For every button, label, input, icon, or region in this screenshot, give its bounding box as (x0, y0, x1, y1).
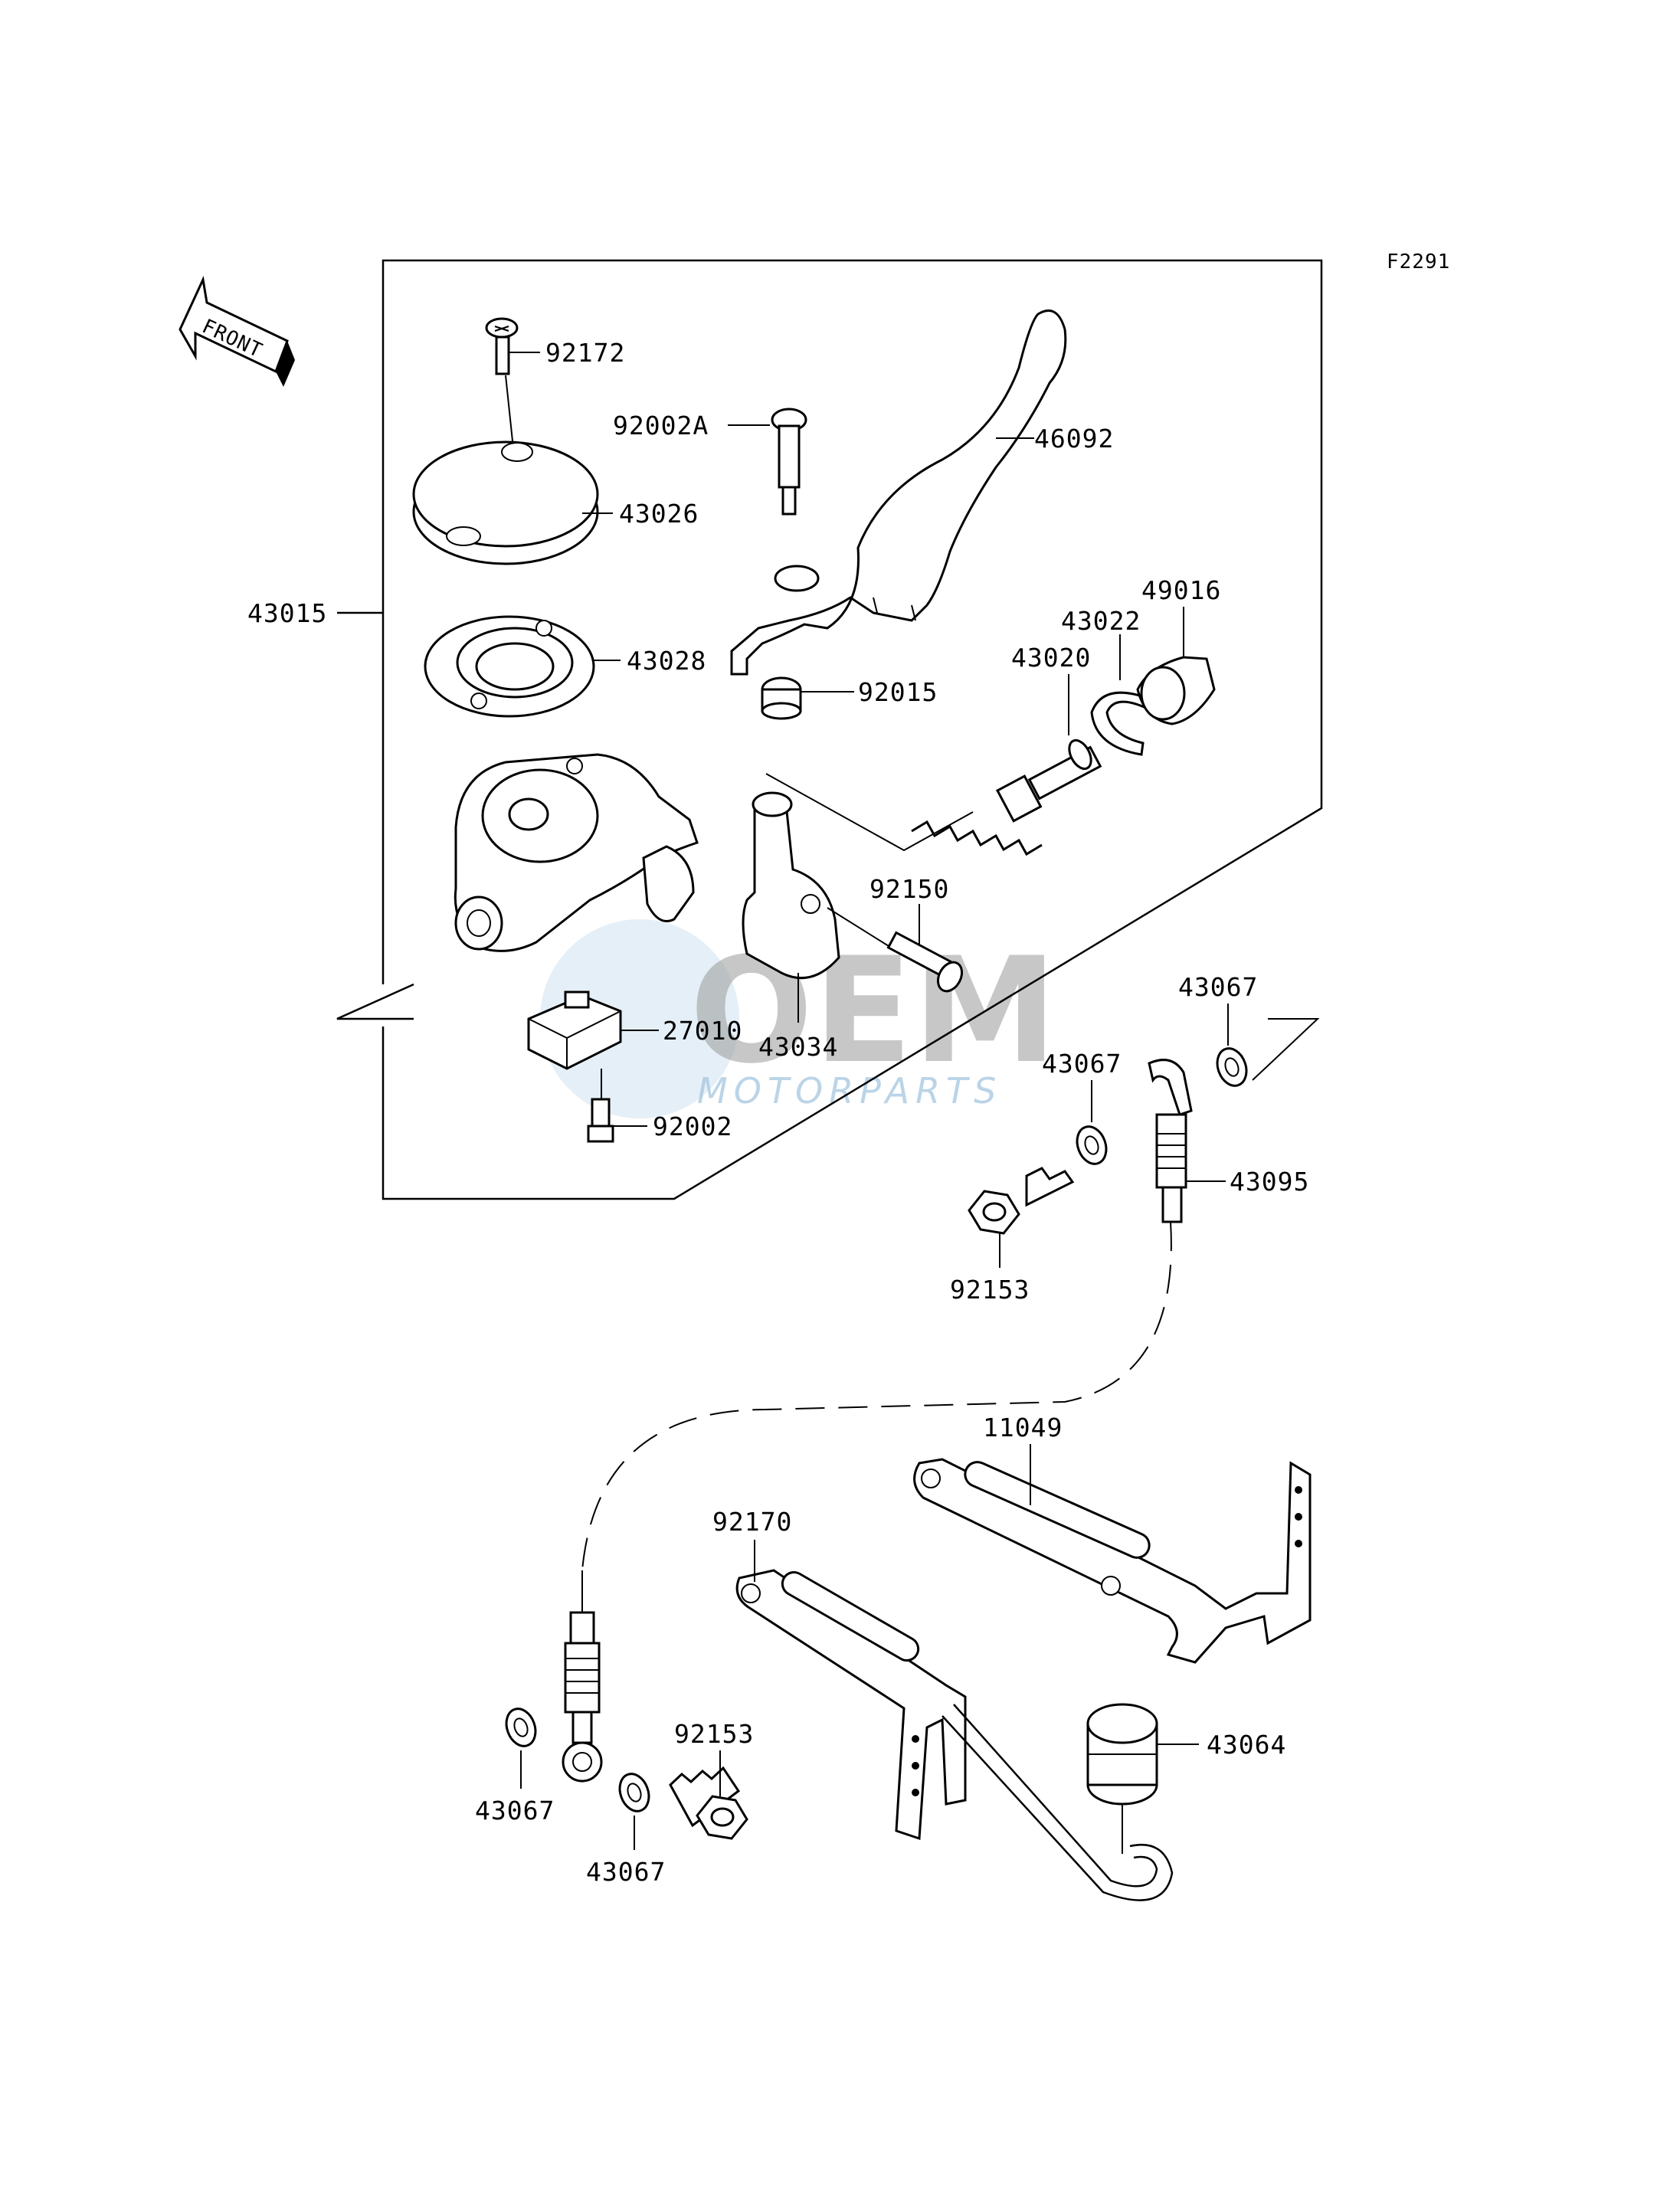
bracket-92170 (735, 1540, 1174, 1901)
part-label-43034: 43034 (758, 1032, 838, 1062)
part-label-92153-a: 92153 (950, 1275, 1030, 1305)
washer-43067-a (1216, 1004, 1320, 1087)
master-cylinder-body (454, 753, 699, 952)
part-label-43067-a: 43067 (1178, 972, 1258, 1002)
master-cylinder-assembly-outline (382, 259, 1323, 1200)
part-label-49016: 49016 (1141, 575, 1221, 605)
part-label-92002A: 92002A (613, 411, 709, 440)
piston-kit-43020 (911, 674, 1102, 856)
reservoir-cap-43026 (412, 440, 613, 565)
part-label-27010: 27010 (663, 1016, 742, 1046)
piston-axis-line (765, 773, 974, 852)
part-label-43026: 43026 (619, 499, 699, 529)
part-label-43028: 43028 (627, 646, 706, 676)
part-label-43067-b: 43067 (1042, 1049, 1122, 1079)
bracket-11049 (913, 1444, 1312, 1664)
diaphragm-43028 (424, 615, 621, 718)
part-label-92153-b: 92153 (674, 1719, 754, 1749)
part-label-11049: 11049 (983, 1413, 1063, 1442)
part-label-43067-c: 43067 (475, 1796, 555, 1825)
dust-boot-49016 (1136, 607, 1216, 725)
switch-screw-92002 (587, 1069, 647, 1143)
banjo-bolt-92153-a (968, 1167, 1075, 1268)
front-direction-arrow-icon: FRONT (178, 275, 295, 387)
oem-watermark-logo: OEM MOTORPARTS (540, 919, 1057, 1118)
banjo-bolt-92153-b (669, 1750, 748, 1840)
clamp-holder-43034 (742, 791, 840, 1023)
part-label-43064: 43064 (1207, 1730, 1286, 1760)
part-label-92002: 92002 (653, 1112, 732, 1141)
pivot-bolt-92002A (728, 408, 807, 516)
circlip-43022 (1090, 634, 1151, 756)
watermark-subtitle: MOTORPARTS (697, 1070, 1002, 1112)
washer-43067-d (618, 1773, 650, 1850)
clamp-bolt-92150 (827, 904, 964, 993)
part-label-92172: 92172 (545, 338, 625, 368)
part-label-92170: 92170 (712, 1507, 792, 1537)
brake-hose-43095 (562, 1059, 1226, 1783)
part-label-43020: 43020 (1011, 643, 1091, 673)
grommet-43064 (1086, 1703, 1199, 1854)
washer-43067-c (505, 1708, 537, 1789)
part-label-92150: 92150 (869, 874, 949, 904)
part-label-43095: 43095 (1230, 1167, 1309, 1197)
part-label-92015: 92015 (858, 677, 938, 707)
part-label-43067-d: 43067 (586, 1857, 666, 1887)
part-label-43015: 43015 (247, 598, 327, 628)
figure-code: F2291 (1387, 250, 1450, 273)
brake-lever-46092 (730, 309, 1067, 676)
part-label-43022: 43022 (1061, 606, 1141, 636)
part-label-46092: 46092 (1034, 424, 1114, 453)
brake-light-switch-27010 (527, 990, 659, 1070)
nut-92015 (761, 676, 854, 720)
assembly-break-line (336, 983, 414, 1020)
washer-43067-b (1076, 1080, 1108, 1165)
screw-92172 (485, 317, 540, 449)
